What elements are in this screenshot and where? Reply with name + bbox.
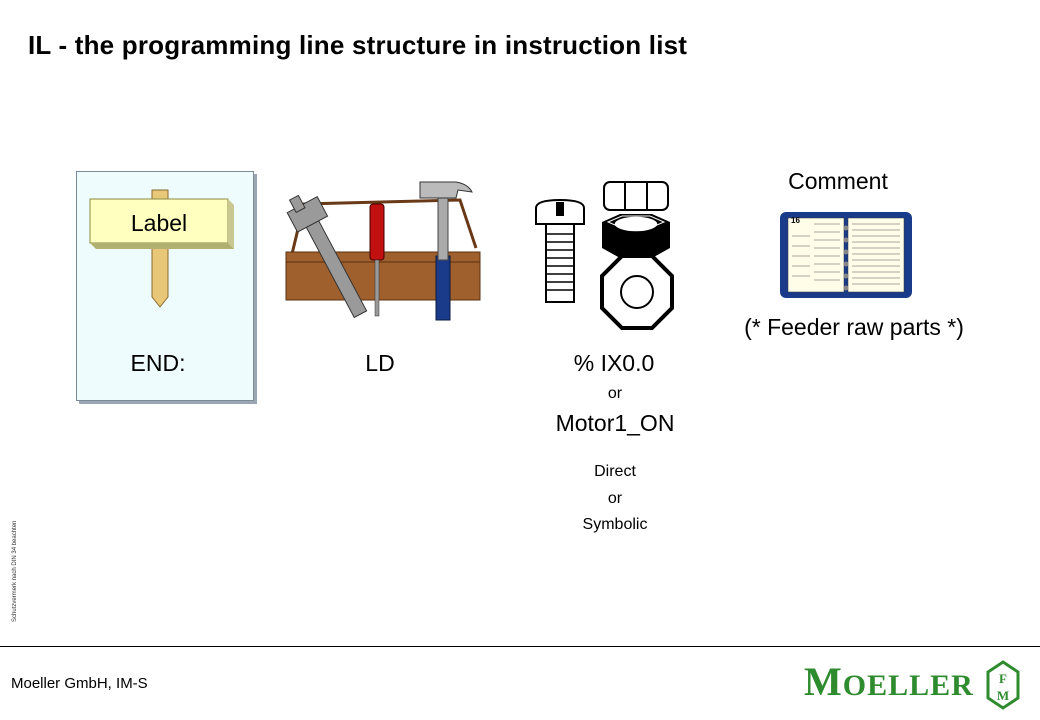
label-sign-text: Label bbox=[130, 210, 188, 236]
operator-value: LD bbox=[365, 350, 395, 376]
comment-heading: Comment bbox=[788, 168, 888, 194]
comment-value: (* Feeder raw parts *) bbox=[744, 314, 964, 340]
slide-title: IL - the programming line structure in i… bbox=[28, 30, 688, 60]
operand-note-or: or bbox=[607, 490, 623, 507]
toolbox-icon bbox=[285, 181, 481, 321]
label-value: END: bbox=[130, 350, 186, 376]
notebook-page-number: 16 bbox=[791, 216, 800, 225]
footer-company: Moeller GmbH, IM-S bbox=[11, 675, 148, 692]
operand-or: or bbox=[607, 385, 623, 402]
notebook-icon bbox=[780, 212, 912, 298]
operand-note-symbolic: Symbolic bbox=[582, 516, 648, 533]
moeller-logo-text: MOELLER bbox=[804, 659, 974, 704]
operand-symbolic: Motor1_ON bbox=[555, 410, 675, 436]
operand-note-direct: Direct bbox=[594, 463, 636, 480]
screw-nut-icon bbox=[535, 181, 674, 330]
signpost-icon bbox=[89, 189, 234, 308]
svg-text:F: F bbox=[999, 671, 1007, 686]
moeller-emblem-icon: F M bbox=[986, 660, 1020, 710]
footer-divider bbox=[0, 646, 1040, 647]
operand-direct: % IX0.0 bbox=[573, 350, 655, 376]
copyright-side-note: Schutzvermerk nach DIN 34 beachten bbox=[12, 520, 18, 622]
svg-text:M: M bbox=[997, 688, 1009, 703]
